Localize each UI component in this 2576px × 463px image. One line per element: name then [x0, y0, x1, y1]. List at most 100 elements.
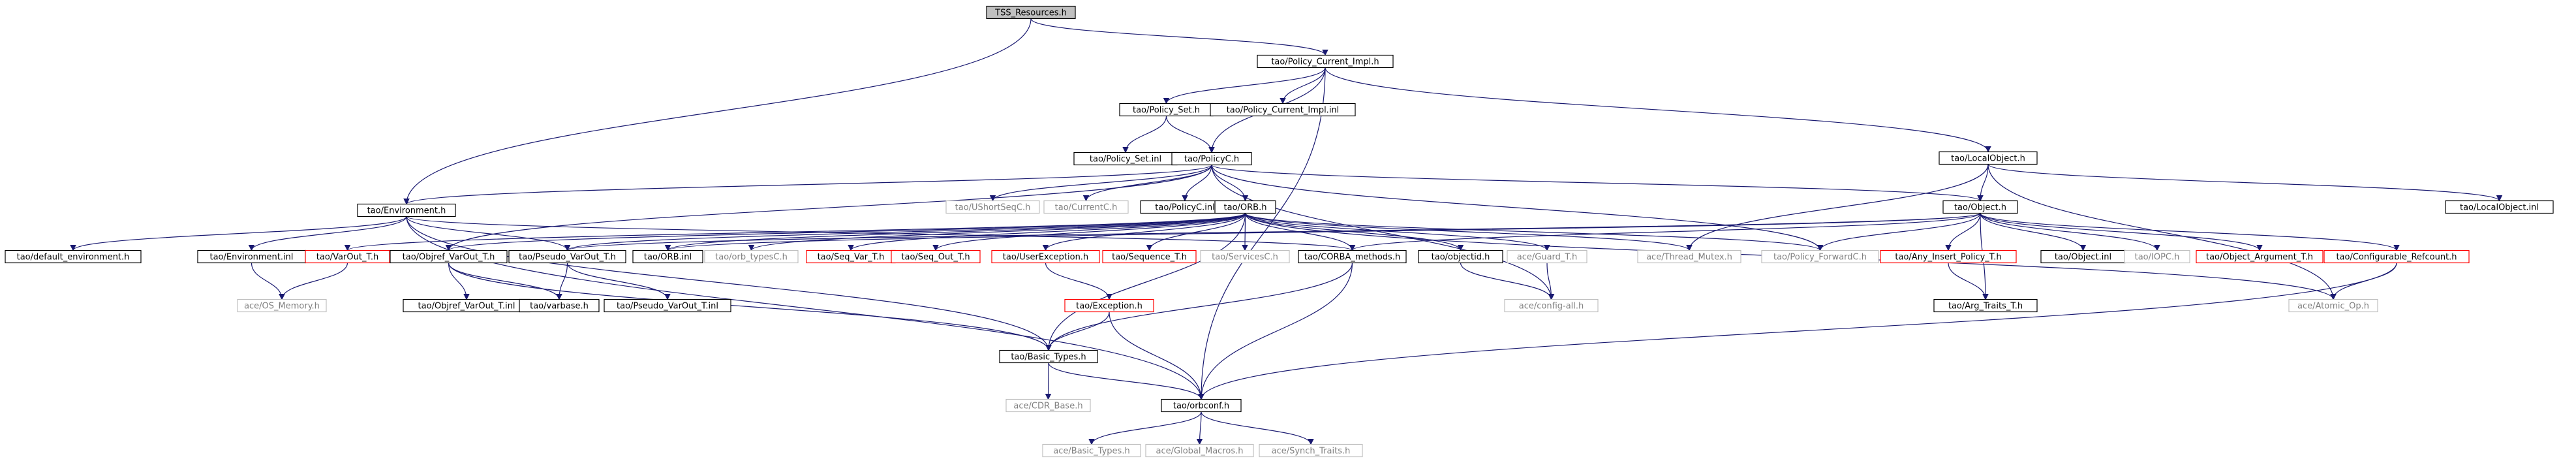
node-osmem[interactable]: ace/OS_Memory.h — [237, 298, 327, 313]
node-label: tao/Seq_Out_T.h — [901, 253, 970, 263]
edge-orb_h-to-orbtypes — [748, 212, 1246, 251]
node-polset_inl[interactable]: tao/Policy_Set.inl — [1073, 152, 1178, 166]
node-label: tao/default_environment.h — [17, 253, 130, 263]
edge-orb_h-to-objref — [446, 212, 1246, 251]
node-pci_inl[interactable]: tao/Policy_Current_Impl.inl — [1210, 103, 1356, 117]
edge-orb_h-to-polfwd — [1244, 212, 1824, 251]
node-confref[interactable]: tao/Configurable_Refcount.h — [2323, 249, 2470, 264]
node-servc[interactable]: tao/ServicesC.h — [1200, 249, 1290, 264]
node-argtraits[interactable]: tao/Arg_Traits_T.h — [1933, 298, 2038, 313]
node-label: tao/Policy_Set.h — [1133, 106, 1200, 116]
node-objectid[interactable]: tao/objectid.h — [1418, 249, 1503, 264]
edge-orb_h-to-pseudo — [564, 212, 1246, 251]
edge-env_h-to-defenv — [70, 216, 407, 251]
edge-orb_h-to-guard — [1244, 213, 1550, 251]
node-obj_inl[interactable]: tao/Object.inl — [2040, 249, 2126, 264]
node-guard[interactable]: ace/Guard_T.h — [1507, 249, 1587, 264]
node-label: tao/LocalObject.h — [1951, 154, 2025, 164]
node-label: tao/varbase.h — [530, 302, 589, 311]
node-threadmx[interactable]: ace/Thread_Mutex.h — [1637, 249, 1741, 264]
node-iopc[interactable]: tao/IOPC.h — [2124, 249, 2190, 264]
node-globmac[interactable]: ace/Global_Macros.h — [1145, 443, 1254, 458]
node-polset_h[interactable]: tao/Policy_Set.h — [1119, 103, 1214, 117]
edge-userexc-to-exc — [1045, 263, 1112, 300]
node-curc[interactable]: tao/CurrentC.h — [1043, 200, 1129, 214]
node-orb_h[interactable]: tao/ORB.h — [1214, 200, 1276, 214]
node-tss[interactable]: TSS_Resources.h — [986, 5, 1076, 20]
node-synch[interactable]: ace/Synch_Traits.h — [1259, 443, 1363, 458]
node-obj_h[interactable]: tao/Object.h — [1942, 200, 2018, 214]
node-orbtypes[interactable]: tao/orb_typesC.h — [704, 249, 799, 264]
node-box — [2288, 298, 2378, 313]
node-env_inl[interactable]: tao/Environment.inl — [197, 249, 306, 264]
edge-polset_h-to-polset_inl — [1122, 116, 1167, 153]
node-box — [986, 5, 1076, 20]
node-cdr[interactable]: ace/CDR_Base.h — [1005, 398, 1091, 413]
edge-tss-to-pci_h — [1030, 18, 1328, 56]
node-polc_inl[interactable]: tao/PolicyC.inl — [1140, 200, 1230, 214]
edge-orb_h-to-seqout — [932, 213, 1246, 251]
node-label: tao/UserException.h — [1003, 253, 1088, 263]
edge-pci_h-to-orbconf — [1198, 67, 1326, 400]
node-pci_h[interactable]: tao/Policy_Current_Impl.h — [1257, 54, 1394, 69]
node-orbconf[interactable]: tao/orbconf.h — [1161, 398, 1242, 413]
node-box — [519, 298, 600, 313]
node-box — [1005, 398, 1091, 413]
node-box — [2445, 200, 2554, 214]
node-box — [508, 249, 626, 264]
edge-orb_h-to-seqt — [1146, 213, 1246, 251]
node-seqvar[interactable]: tao/Seq_Var_T.h — [806, 249, 896, 264]
node-objref[interactable]: tao/Objref_VarOut_T.h — [390, 249, 508, 264]
node-box — [604, 298, 731, 313]
node-label: tao/CurrentC.h — [1055, 203, 1118, 213]
node-box — [891, 249, 981, 264]
node-label: tao/PolicyC.h — [1184, 155, 1239, 165]
node-pseudo_inl[interactable]: tao/Pseudo_VarOut_T.inl — [604, 298, 731, 313]
node-defenv[interactable]: tao/default_environment.h — [5, 249, 142, 264]
node-env_h[interactable]: tao/Environment.h — [357, 203, 456, 217]
edge-polc_h-to-polfwd — [1211, 165, 1824, 251]
node-polc_h[interactable]: tao/PolicyC.h — [1171, 152, 1252, 166]
node-label: tao/Objref_VarOut_T.h — [403, 253, 495, 263]
edge-lobj_h-to-lobj_inl — [1987, 163, 2503, 202]
node-polfwd[interactable]: tao/Policy_ForwardC.h — [1761, 249, 1879, 264]
node-label: ace/Guard_T.h — [1517, 253, 1577, 263]
edge-anyins-to-argtraits — [1948, 263, 1989, 300]
edge-orb_h-to-userexc — [1042, 213, 1246, 251]
edge-obj_h-to-obj_inl — [1980, 213, 2087, 251]
edge-corba-to-basic — [1045, 263, 1353, 351]
node-orb_inl[interactable]: tao/ORB.inl — [632, 249, 703, 264]
node-varbase[interactable]: tao/varbase.h — [519, 298, 600, 313]
node-seqt[interactable]: tao/Sequence_T.h — [1102, 249, 1197, 264]
node-seqout[interactable]: tao/Seq_Out_T.h — [891, 249, 981, 264]
node-userexc[interactable]: tao/UserException.h — [991, 249, 1100, 264]
node-acebasic[interactable]: ace/Basic_Types.h — [1042, 443, 1141, 458]
node-box — [1102, 249, 1197, 264]
node-objarg[interactable]: tao/Object_Argument_T.h — [2196, 249, 2323, 264]
node-basic[interactable]: tao/Basic_Types.h — [999, 349, 1098, 364]
edge-objectid-to-config — [1460, 263, 1555, 300]
node-exc[interactable]: tao/Exception.h — [1064, 298, 1154, 313]
node-box — [1257, 54, 1394, 69]
node-label: tao/VarOut_T.h — [316, 253, 378, 263]
edge-lobj_h-to-atomic — [1987, 164, 2337, 300]
node-label: tao/Policy_ForwardC.h — [1773, 253, 1867, 263]
node-ushort[interactable]: tao/UShortSeqC.h — [945, 200, 1040, 214]
node-pseudo[interactable]: tao/Pseudo_VarOut_T.h — [508, 249, 626, 264]
node-box — [2323, 249, 2470, 264]
node-anyins[interactable]: tao/Any_Insert_Policy_T.h — [1880, 249, 2017, 264]
node-lobj_inl[interactable]: tao/LocalObject.inl — [2445, 200, 2554, 214]
node-varout[interactable]: tao/VarOut_T.h — [305, 249, 390, 264]
node-box — [1942, 200, 2018, 214]
node-atomic[interactable]: ace/Atomic_Op.h — [2288, 298, 2378, 313]
node-config[interactable]: ace/config-all.h — [1504, 298, 1599, 313]
node-box — [1064, 298, 1154, 313]
edge-env_h-to-env_inl — [248, 216, 407, 251]
node-label: tao/Arg_Traits_T.h — [1948, 302, 2023, 311]
node-lobj_h[interactable]: tao/LocalObject.h — [1939, 151, 2038, 165]
node-box — [1761, 249, 1879, 264]
node-objref_inl[interactable]: tao/Objref_VarOut_T.inl — [403, 298, 530, 313]
edge-polc_h-to-ushort — [989, 165, 1212, 202]
node-label: ace/CDR_Base.h — [1013, 402, 1082, 411]
node-corba[interactable]: tao/CORBA_methods.h — [1298, 249, 1407, 264]
